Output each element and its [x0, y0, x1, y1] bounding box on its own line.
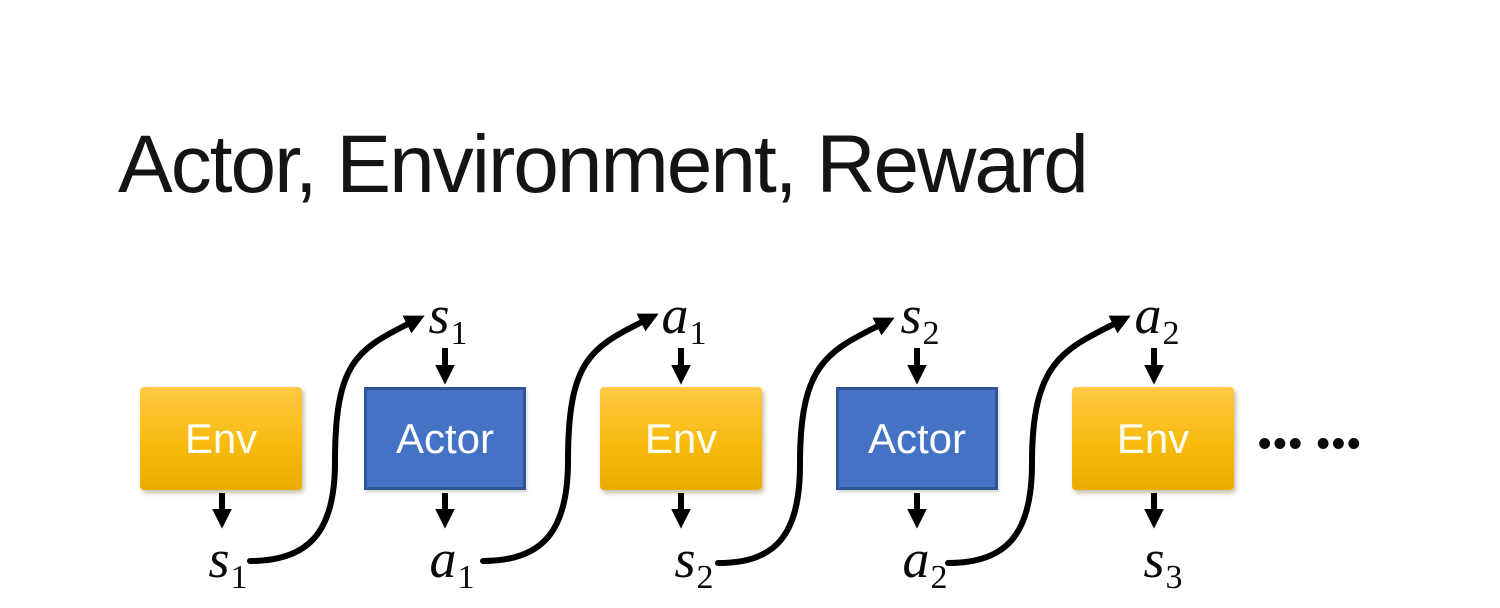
actor-box-2-label: Actor: [867, 414, 967, 462]
bottom-label-s3: s3: [1143, 529, 1182, 595]
bottom-label-s3-base: s: [1143, 529, 1165, 589]
top-label-a2-sub: 2: [1162, 315, 1180, 352]
actor-box-1-label: Actor: [395, 414, 495, 462]
bottom-label-s1-sub: 1: [230, 559, 248, 596]
bottom-label-s3-sub: 3: [1165, 559, 1183, 596]
bottom-label-a1-sub: 1: [457, 559, 475, 596]
top-label-s1-sub: 1: [450, 315, 468, 352]
actor-box-1: Actor: [364, 387, 526, 490]
slide-title: Actor, Environment, Reward: [118, 119, 1089, 210]
env-box-1-label: Env: [184, 414, 258, 462]
top-label-s1-base: s: [428, 285, 450, 345]
env-box-3: Env: [1072, 387, 1234, 490]
bottom-label-s1-base: s: [208, 529, 230, 589]
bottom-label-s2-base: s: [674, 529, 696, 589]
continuation-ellipsis: ••• •••: [1258, 423, 1363, 465]
bottom-label-a1: a1: [429, 529, 475, 595]
bottom-label-s2-sub: 2: [696, 559, 714, 596]
top-label-a1-base: a: [661, 285, 689, 345]
env-box-2-label: Env: [644, 414, 718, 462]
top-label-a2-base: a: [1134, 285, 1162, 345]
env-box-3-label: Env: [1116, 414, 1190, 462]
top-label-s2: s2: [900, 285, 939, 351]
top-label-a1-sub: 1: [689, 315, 707, 352]
bottom-label-s2: s2: [674, 529, 713, 595]
env-box-2: Env: [600, 387, 762, 490]
bottom-label-a2-sub: 2: [930, 559, 948, 596]
env-box-1: Env: [140, 387, 302, 490]
top-label-s1: s1: [428, 285, 467, 351]
top-label-s2-base: s: [900, 285, 922, 345]
bottom-label-s1: s1: [208, 529, 247, 595]
bottom-label-a1-base: a: [429, 529, 457, 589]
actor-box-2: Actor: [836, 387, 998, 490]
bottom-label-a2-base: a: [902, 529, 930, 589]
bottom-label-a2: a2: [902, 529, 948, 595]
top-label-a1: a1: [661, 285, 707, 351]
top-label-a2: a2: [1134, 285, 1180, 351]
top-label-s2-sub: 2: [922, 315, 940, 352]
